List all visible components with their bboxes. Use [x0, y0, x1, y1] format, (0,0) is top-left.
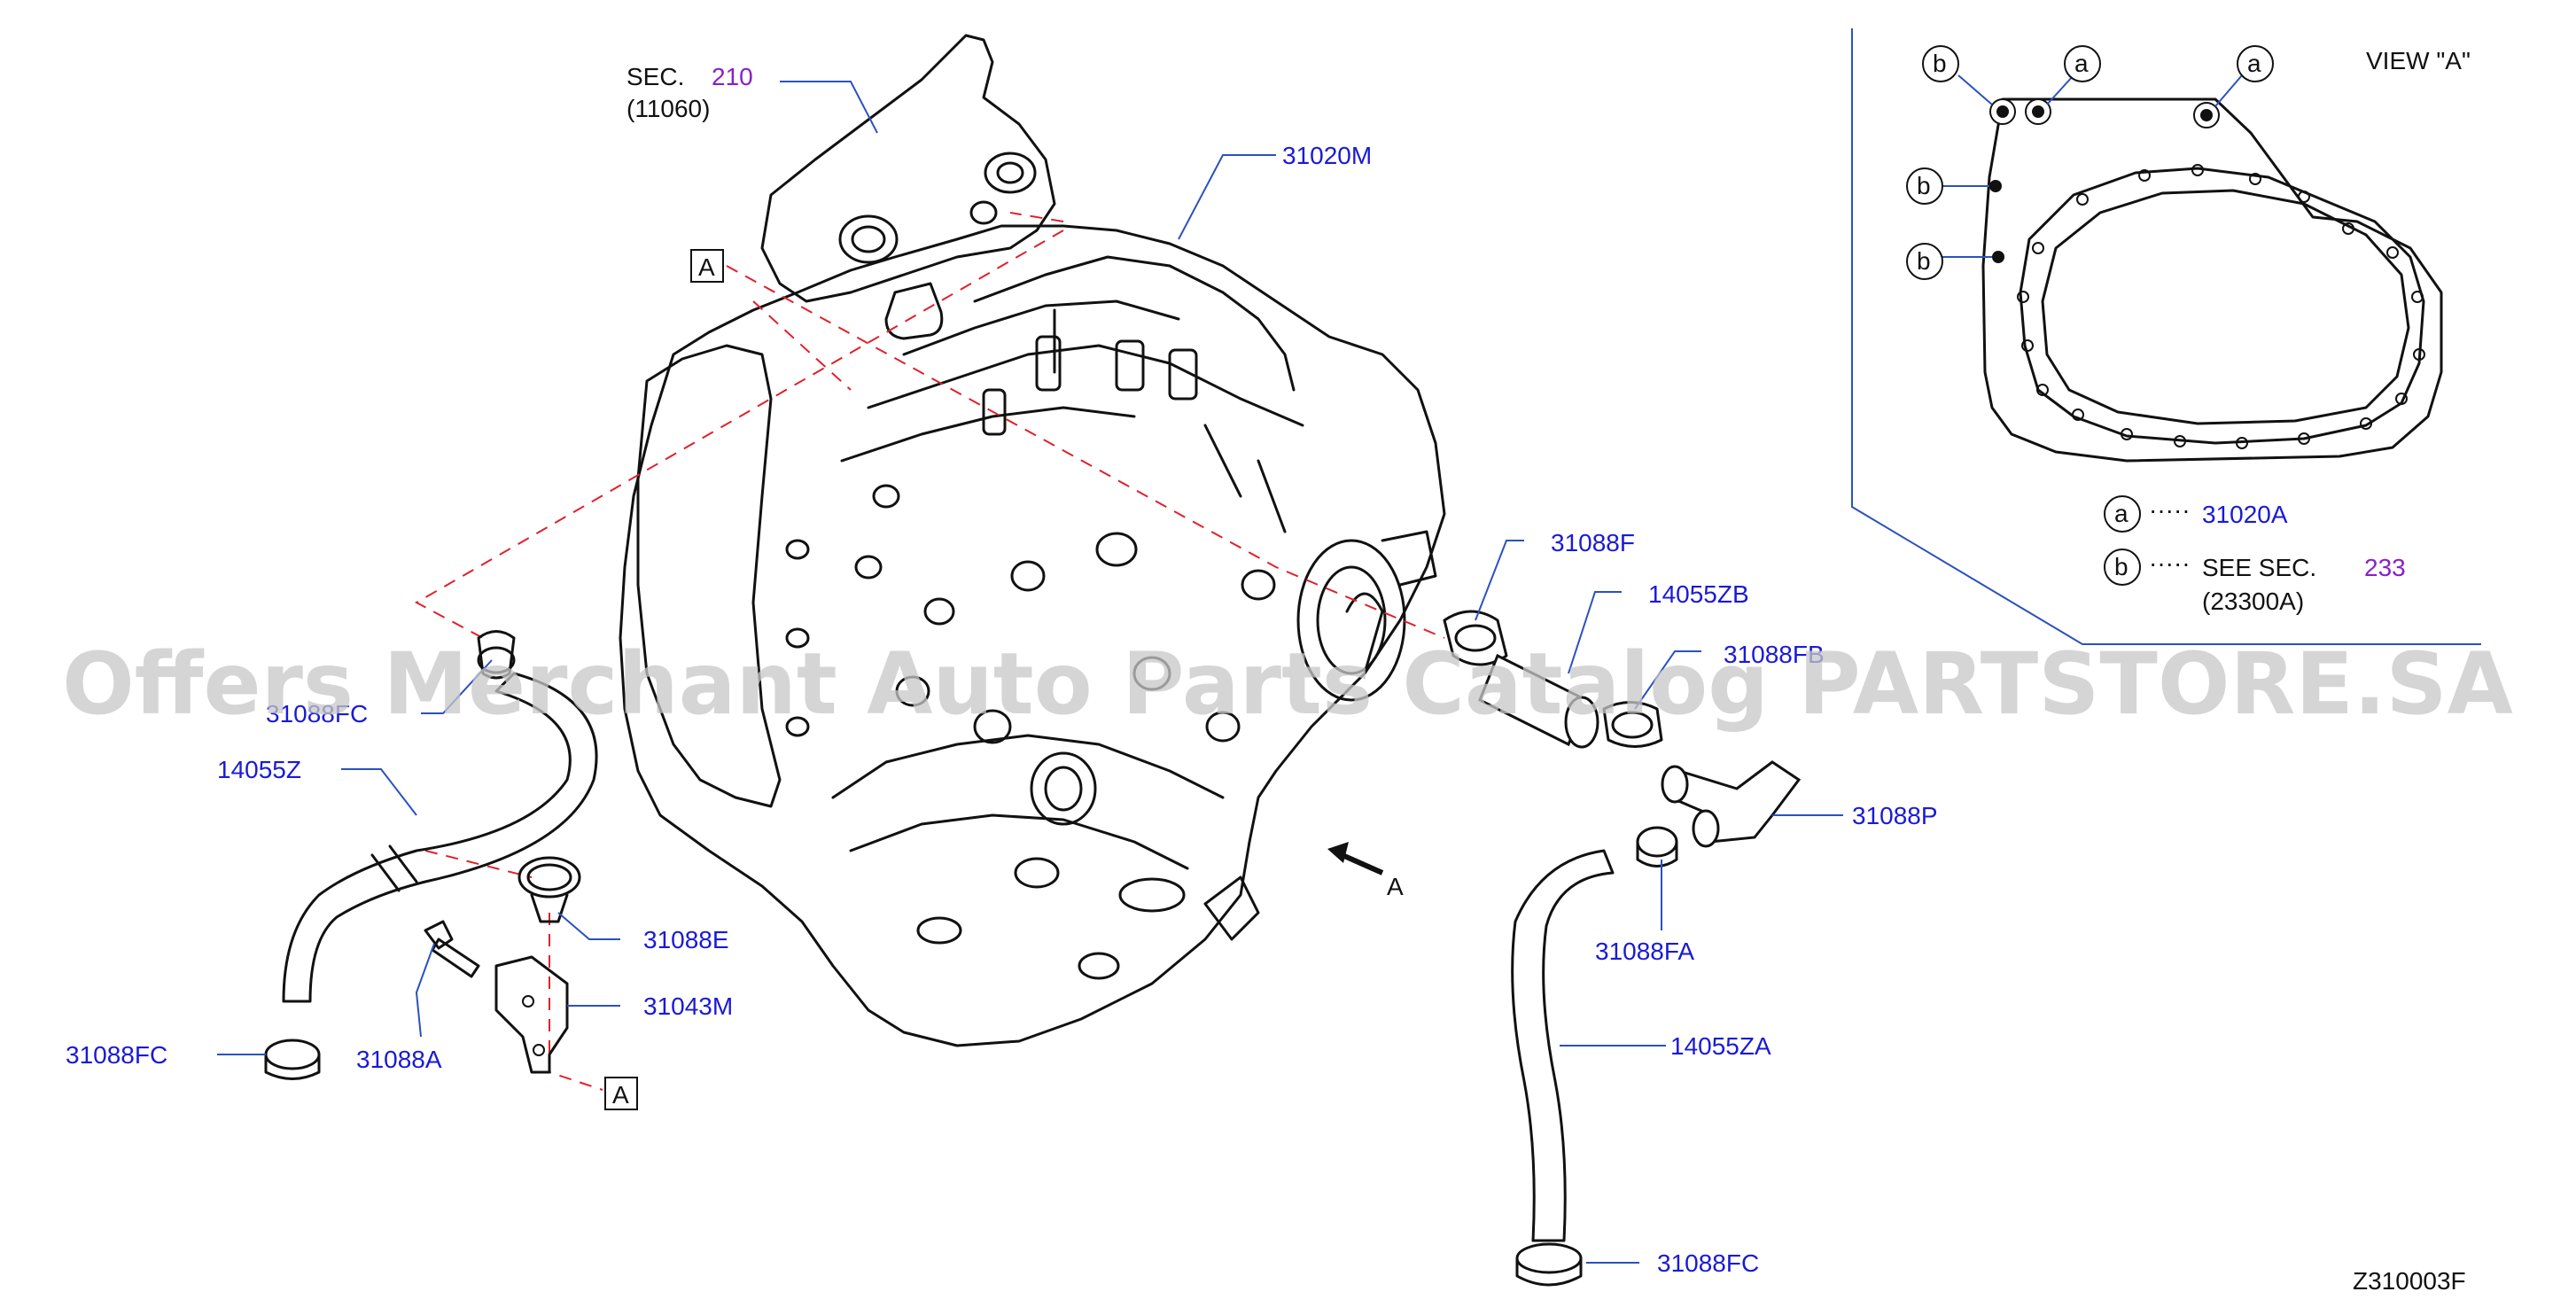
pipe-31088P[interactable] [1661, 760, 1802, 848]
clamp-31088FC-left[interactable] [264, 1039, 321, 1080]
label-31088FC-left[interactable]: 31088FC [66, 1041, 167, 1069]
hose-14055ZA[interactable] [1511, 849, 1615, 1242]
svg-text:a: a [2074, 50, 2089, 77]
sec-prefix: SEC. [626, 63, 684, 90]
label-31088FC-bottom[interactable]: 31088FC [1657, 1249, 1759, 1277]
svg-text:b: b [1933, 50, 1947, 77]
legend-sec-233[interactable]: 233 [2364, 554, 2406, 581]
view-a-arrow: A [1327, 842, 1404, 900]
hose-14055Z[interactable] [282, 672, 598, 1003]
clamp-31088FA[interactable] [1636, 826, 1678, 868]
label-31088P[interactable]: 31088P [1852, 802, 1938, 829]
legend-part-31020A[interactable]: 31020A [2202, 501, 2288, 528]
svg-text:·····: ····· [2149, 496, 2191, 524]
hose-14055ZB[interactable] [1478, 653, 1599, 749]
part-labels: SEC. 210 (11060) 31020M 31088F 14055ZB 3… [66, 63, 1938, 1277]
svg-text:b: b [2114, 553, 2129, 580]
legend-a: a ····· 31020A [2104, 495, 2288, 533]
view-a-title: VIEW "A" [2366, 47, 2471, 74]
transmission-assembly[interactable] [619, 34, 1446, 1047]
label-31088A[interactable]: 31088A [356, 1046, 442, 1073]
label-31088FC-top[interactable]: 31088FC [266, 700, 368, 728]
bolt-31088A[interactable] [424, 920, 480, 978]
clamp-31088FC-top[interactable] [477, 630, 516, 680]
svg-text:b: b [1917, 247, 1931, 275]
callout-b-2: b [1906, 167, 1943, 205]
clamp-31088FC-bottom[interactable] [1515, 1242, 1583, 1287]
label-14055Z[interactable]: 14055Z [217, 756, 301, 783]
callout-a-1: a [2064, 45, 2101, 82]
ref-box-a-bottom: A [604, 1077, 638, 1110]
svg-text:a: a [2114, 500, 2129, 527]
view-a-inset: VIEW "A" [1851, 28, 2481, 645]
svg-text:b: b [1917, 172, 1931, 199]
clamp-31088E[interactable] [518, 856, 581, 923]
diagram-id: Z310003F [2353, 1267, 2466, 1295]
label-14055ZB[interactable]: 14055ZB [1648, 580, 1749, 608]
label-31088FB[interactable]: 31088FB [1724, 641, 1825, 668]
leader-lines [217, 81, 1843, 1264]
label-31043M[interactable]: 31043M [643, 992, 733, 1020]
ref-box-a-top: A [690, 249, 724, 283]
label-31088F[interactable]: 31088F [1551, 529, 1635, 556]
label-31088E[interactable]: 31088E [643, 926, 729, 953]
watermark-text: Offers Merchant Auto Parts Catalog PARTS… [62, 634, 2513, 734]
sec-sub: (11060) [626, 95, 710, 122]
svg-text:A: A [698, 253, 715, 281]
callout-a-2: a [2237, 45, 2274, 82]
clamp-31088FB[interactable] [1602, 701, 1663, 748]
legend-see-sec: SEE SEC. [2202, 554, 2316, 581]
legend-sub: (23300A) [2202, 587, 2304, 615]
label-31088FA[interactable]: 31088FA [1595, 938, 1694, 965]
clamp-31088F[interactable] [1443, 610, 1508, 666]
svg-text:·····: ····· [2149, 549, 2191, 577]
bracket-31043M[interactable] [494, 955, 569, 1074]
svg-text:a: a [2247, 50, 2261, 77]
callout-b-1: b [1922, 45, 1959, 82]
sec-number-210[interactable]: 210 [712, 63, 753, 90]
legend-b: b ····· SEE SEC. 233 (23300A) [2104, 549, 2406, 615]
view-a-arrow-label: A [1387, 873, 1404, 900]
label-14055ZA[interactable]: 14055ZA [1670, 1032, 1771, 1060]
label-31020M[interactable]: 31020M [1282, 142, 1372, 169]
callout-b-3: b [1906, 243, 1943, 280]
svg-text:A: A [612, 1081, 629, 1109]
